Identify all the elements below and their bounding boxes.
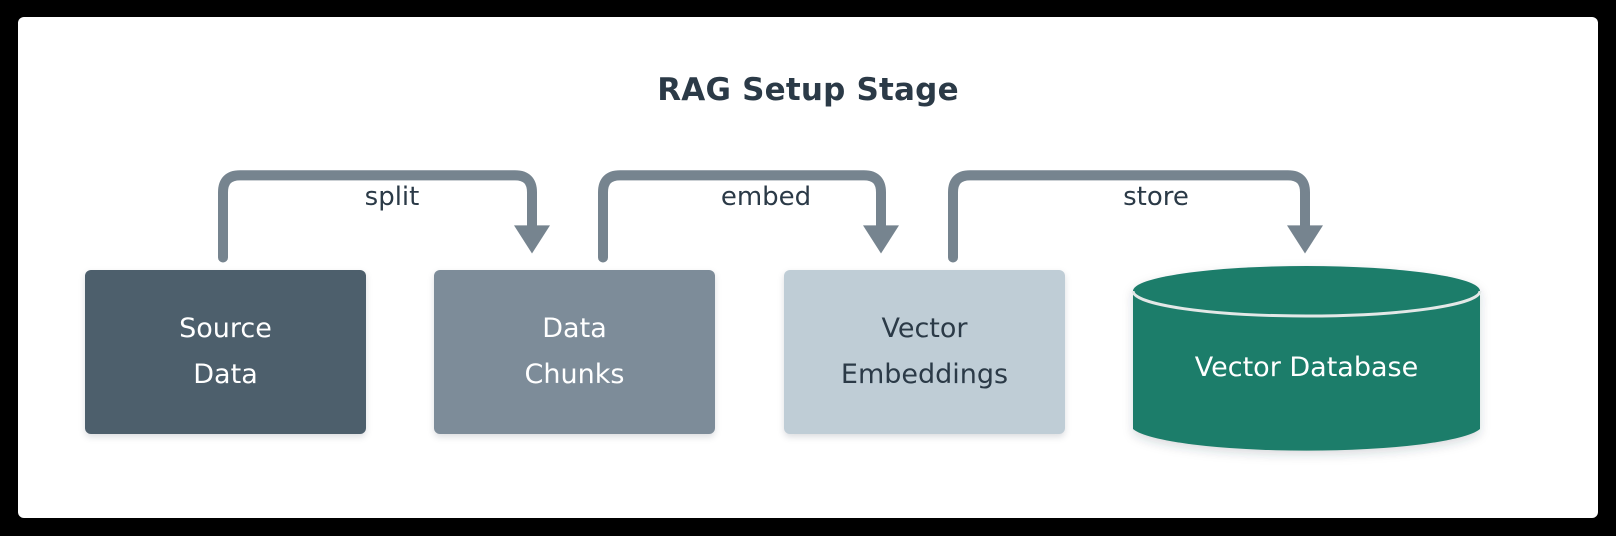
node-source-data-line1: Source (179, 312, 272, 344)
diagram-canvas: RAG Setup Stage split embed store Sou (18, 17, 1598, 518)
edge-label-store: store (1114, 182, 1198, 212)
node-vector-embeddings[interactable]: Vector Embeddings (784, 270, 1065, 434)
node-data-chunks-line2: Chunks (524, 359, 625, 390)
node-source-data-line2: Data (193, 359, 258, 390)
page-title: RAG Setup Stage (657, 72, 959, 108)
edge-label-embed: embed (711, 182, 821, 212)
node-vector-database[interactable]: Vector Database (1130, 265, 1483, 455)
node-data-chunks-line1: Data (542, 312, 607, 344)
node-vector-embeddings-line1: Vector (881, 312, 968, 344)
edge-label-split: split (355, 182, 429, 212)
node-vector-embeddings-line2: Embeddings (840, 359, 1009, 390)
node-data-chunks[interactable]: Data Chunks (434, 270, 715, 434)
cylinder-icon (1131, 266, 1482, 451)
node-source-data[interactable]: Source Data (85, 270, 366, 434)
